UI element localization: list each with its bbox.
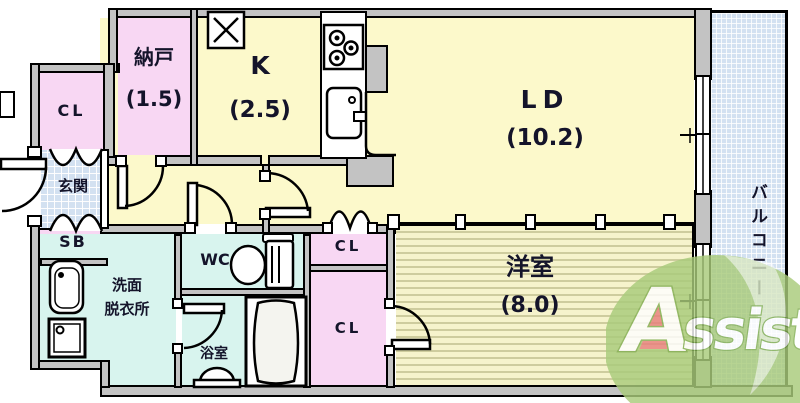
meter-box-icon bbox=[0, 91, 15, 118]
logo-text-rest: ssist bbox=[679, 298, 800, 363]
wall bbox=[100, 360, 110, 388]
bifold-door-icon bbox=[48, 145, 104, 167]
closet-lower-floor bbox=[311, 272, 386, 385]
washbasin-icon bbox=[48, 259, 85, 315]
sliding-door-track bbox=[387, 214, 696, 230]
fan-icon bbox=[206, 10, 246, 50]
closet-upper-floor bbox=[311, 234, 386, 264]
room-label-cl-upper: CL bbox=[334, 237, 362, 255]
room-area-yoshitsu: (8.0) bbox=[500, 293, 560, 318]
room-label-yoshitsu: 洋室 bbox=[506, 253, 554, 281]
bathtub-icon bbox=[244, 295, 308, 388]
toilet-icon bbox=[229, 233, 295, 290]
room-label-senmen-2: 脱衣所 bbox=[104, 300, 150, 318]
wc-door-icon bbox=[186, 181, 234, 227]
assist-logo: A ssist bbox=[604, 253, 800, 403]
washing-machine-icon bbox=[47, 317, 87, 359]
hall-kitchen-ld-floor bbox=[100, 18, 694, 224]
room-label-wc: WC bbox=[200, 250, 230, 269]
room-label-nando: 納戸 bbox=[134, 45, 174, 69]
door-jambs bbox=[27, 146, 395, 356]
sink-icon bbox=[325, 86, 367, 140]
logo-letter-a: A bbox=[615, 269, 698, 371]
room-label-sb: SB bbox=[59, 232, 87, 251]
nando-floor bbox=[118, 18, 190, 155]
room-label-kitchen: K bbox=[250, 51, 270, 80]
entry-closet-floor bbox=[40, 73, 103, 150]
bifold-door-icon bbox=[327, 210, 373, 232]
room-label-genkan: 玄関 bbox=[57, 177, 88, 195]
ld-door-icon bbox=[264, 171, 312, 219]
room-label-cl-lower: CL bbox=[334, 319, 362, 337]
closet-door-icon bbox=[390, 304, 432, 351]
room-area-nando: (1.5) bbox=[125, 87, 183, 111]
senmen-floor-lower bbox=[110, 360, 176, 385]
wall bbox=[190, 8, 198, 166]
kitchen-alcove-line bbox=[364, 92, 396, 157]
logo-red-triangle bbox=[639, 293, 672, 349]
room-label-yokushitsu: 浴室 bbox=[200, 346, 228, 362]
logo-leaf-highlight bbox=[724, 255, 786, 395]
room-area-ld: (10.2) bbox=[506, 125, 584, 151]
wall-duct bbox=[346, 155, 394, 187]
stove-icon bbox=[322, 23, 365, 71]
room-label-senmen-1: 洗面 bbox=[111, 276, 142, 294]
logo-leaf-ellipse bbox=[604, 255, 800, 403]
nando-door-icon bbox=[116, 164, 165, 210]
room-area-kitchen: (2.5) bbox=[229, 97, 291, 123]
entrance-door-icon bbox=[0, 157, 48, 213]
bifold-door-icon bbox=[48, 213, 104, 235]
balcony-window bbox=[680, 75, 711, 195]
genkan-step bbox=[100, 149, 109, 229]
room-label-cl-entry: CL bbox=[57, 101, 86, 120]
room-label-ld: LD bbox=[520, 85, 570, 114]
bath-counter-icon bbox=[192, 366, 242, 389]
bathroom-door-icon bbox=[182, 302, 226, 350]
